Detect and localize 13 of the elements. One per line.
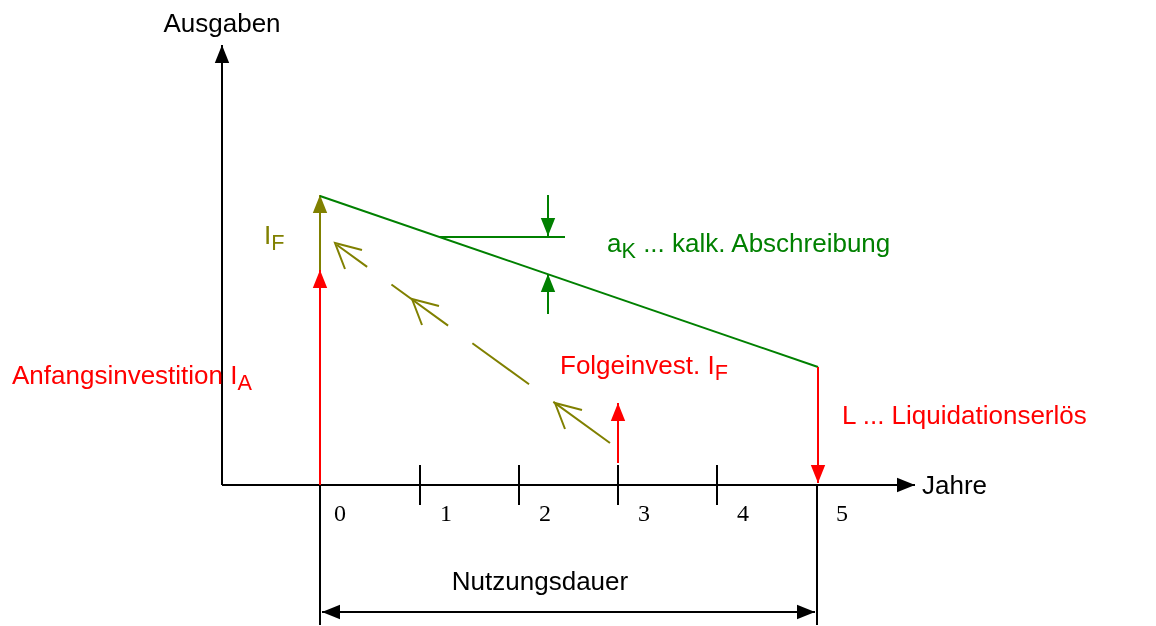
tick-label: 5 <box>836 499 848 528</box>
tick-label: 4 <box>737 499 749 528</box>
tick-label: 0 <box>334 499 346 528</box>
annotation-label: L ... Liquidationserlös <box>842 400 1087 430</box>
axis-label: Jahre <box>922 470 988 500</box>
axis-label: Ausgaben <box>163 8 281 38</box>
annotation-label: Folgeinvest. I$_{F}$ <box>560 350 728 388</box>
dimension-label: Nutzungsdauer <box>451 566 629 596</box>
annotation-label: a$_{K}$ ... kalk. Abschreibung <box>607 228 891 266</box>
tick-label: 1 <box>440 499 452 528</box>
tick-label: 3 <box>638 499 650 528</box>
tick-label: 2 <box>539 499 551 528</box>
annotation-label: I$_{F}$ <box>264 220 285 258</box>
